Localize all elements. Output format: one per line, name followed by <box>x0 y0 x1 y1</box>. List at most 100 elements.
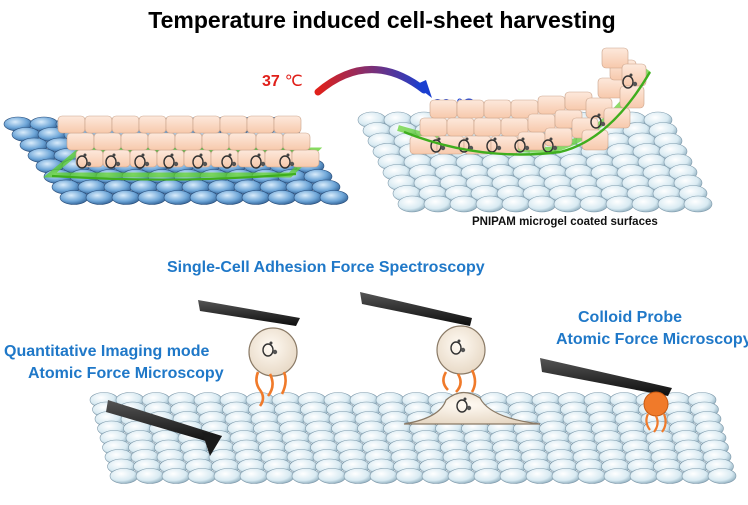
substrate-sphere <box>473 468 503 484</box>
organelle-icon <box>600 121 606 127</box>
temperature-start: 37℃ <box>262 73 303 90</box>
substrate-sphere <box>317 468 347 484</box>
substrate-sphere <box>239 468 269 484</box>
cell <box>419 117 448 137</box>
substrate-sphere <box>579 195 609 213</box>
nucleus-icon <box>456 399 468 413</box>
organelle-icon <box>465 137 469 141</box>
adhesion-tether <box>255 371 287 407</box>
afm-tip-icon <box>202 432 222 456</box>
nucleus-icon <box>514 139 526 153</box>
cell-sheet-attached <box>43 115 323 181</box>
nucleus-icon <box>542 139 554 153</box>
substrate-bottom <box>89 392 737 484</box>
substrate-sphere <box>525 468 555 484</box>
nucleus-icon <box>163 155 175 169</box>
substrate-sphere <box>215 190 245 205</box>
organelle-icon <box>457 339 461 343</box>
cell <box>246 115 275 134</box>
organelle-icon <box>141 153 145 157</box>
cantilever-icon <box>106 400 222 444</box>
cantilever-icon <box>540 358 672 396</box>
organelle-icon <box>199 153 203 157</box>
substrate-sphere <box>369 468 399 484</box>
spread-cell <box>403 391 541 425</box>
nucleus-icon <box>458 139 470 153</box>
cell <box>446 117 475 137</box>
organelle-icon <box>629 73 633 77</box>
cell <box>165 115 194 134</box>
cell <box>174 132 203 151</box>
cell-sheet-detaching <box>397 47 652 156</box>
nucleus-icon <box>192 155 204 169</box>
organelle-icon <box>173 161 179 167</box>
cell <box>201 132 230 151</box>
organelle-icon <box>632 81 638 87</box>
cp-label-line1: Colloid Probe <box>578 309 682 326</box>
substrate-sphere <box>241 190 271 205</box>
substrate-sphere <box>629 468 659 484</box>
cantilever-icon <box>198 300 300 326</box>
substrate-sphere <box>187 468 217 484</box>
substrate-sphere <box>163 190 193 205</box>
cell <box>192 115 221 134</box>
organelle-icon <box>289 161 295 167</box>
substrate-sphere <box>475 195 505 213</box>
afm-probes <box>106 292 672 456</box>
substrate-sphere <box>109 468 139 484</box>
organelle-icon <box>144 161 150 167</box>
organelle-icon <box>549 137 553 141</box>
ecm-strand <box>51 172 297 181</box>
organelle-icon <box>269 341 273 345</box>
substrate-sphere <box>111 190 141 205</box>
substrate-sphere <box>603 468 633 484</box>
diagram-title: Temperature induced cell-sheet harvestin… <box>148 7 615 33</box>
nucleus-icon <box>105 155 117 169</box>
colloid-bead <box>643 391 669 417</box>
organelle-icon <box>202 161 208 167</box>
qi-label-line2: Atomic Force Microscopy <box>28 365 224 382</box>
organelle-icon <box>83 153 87 157</box>
substrate-sphere <box>449 195 479 213</box>
cell <box>156 149 185 168</box>
substrate-sphere <box>501 195 531 213</box>
organelle-icon <box>286 153 290 157</box>
substrate-sphere <box>655 468 685 484</box>
nucleus-icon <box>279 155 291 169</box>
organelle-icon <box>231 161 237 167</box>
cell <box>66 132 95 151</box>
substrate-sphere <box>265 468 295 484</box>
organelle-icon <box>272 349 278 355</box>
cell <box>282 132 311 151</box>
organelle-icon <box>521 137 525 141</box>
cp-label-line2: Atomic Force Microscopy <box>556 331 748 348</box>
substrate-sphere <box>135 468 165 484</box>
nucleus-icon <box>590 115 602 129</box>
surface-label: PNIPAM microgel coated surfaces <box>472 216 658 228</box>
substrate-sphere <box>605 195 635 213</box>
nucleus-icon <box>450 341 462 355</box>
cell <box>473 117 502 137</box>
cell <box>601 47 629 69</box>
cell <box>483 99 512 119</box>
substrate-sphere <box>423 195 453 213</box>
organelle-icon <box>496 145 502 151</box>
substrate-sphere <box>681 468 711 484</box>
substrate-sphere <box>447 468 477 484</box>
organelle-icon <box>463 397 467 401</box>
substrate-sphere <box>657 195 687 213</box>
adhesion-tether <box>442 369 477 393</box>
substrate-sphere <box>85 190 115 205</box>
nucleus-icon <box>622 75 634 89</box>
scfs-label: Single-Cell Adhesion Force Spectroscopy <box>167 259 485 276</box>
organelle-icon <box>257 153 261 157</box>
substrate-sphere <box>189 190 219 205</box>
substrate-sphere <box>577 468 607 484</box>
cell <box>138 115 167 134</box>
substrate-sphere <box>421 468 451 484</box>
temperature-arrow <box>314 66 428 96</box>
organelle-icon <box>440 145 446 151</box>
substrate-sphere <box>161 468 191 484</box>
